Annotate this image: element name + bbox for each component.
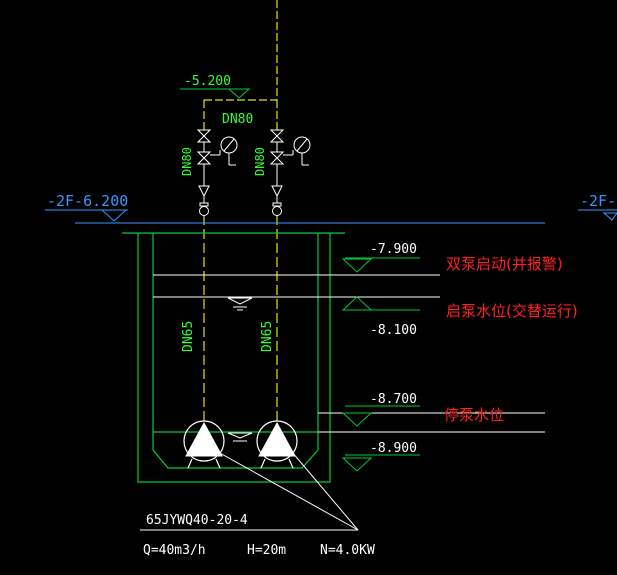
left-valve-size-label: DN80	[180, 147, 194, 176]
top-elevation-label: -5.200	[184, 74, 231, 89]
check-valve-icon	[269, 151, 285, 165]
level-1-label: -7.900	[370, 242, 417, 257]
elevation-marker-icon	[341, 412, 373, 427]
check-valve-icon	[271, 185, 283, 198]
level-4-label: -8.900	[370, 441, 417, 456]
pump-leader-lines	[140, 451, 359, 531]
pump-flow-label: Q=40m3/h	[143, 543, 206, 558]
check-valve-icon	[198, 185, 210, 198]
floor-elevation-right-label: -2F-	[580, 192, 616, 210]
left-valve-assembly	[196, 129, 238, 216]
elevation-marker-icon	[341, 296, 373, 311]
gate-valve-icon	[196, 129, 212, 143]
elevation-marker-icon	[227, 88, 251, 99]
sump-pit	[122, 232, 345, 483]
right-riser-size-label: DN65	[260, 321, 275, 352]
submersible-pump-icon	[183, 420, 225, 462]
level-marker-1: -7.900	[341, 242, 420, 273]
elevation-marker-icon	[602, 212, 617, 221]
pump-head-label: H=20m	[247, 543, 286, 558]
left-riser-size-label: DN65	[181, 321, 196, 352]
water-level-icon	[227, 432, 253, 442]
top-pipe-size-label: DN80	[222, 112, 253, 127]
pump-stop-level-annotation: 停泵水位	[444, 406, 504, 424]
elevation-marker-icon	[341, 258, 373, 273]
level-marker-2: -8.100	[341, 296, 420, 338]
pump-model-label: 65JYWQ40-20-4	[146, 513, 248, 528]
supply-pipes	[203, 0, 278, 425]
submersible-pump-icon	[256, 420, 298, 462]
level-2-label: -8.100	[370, 323, 417, 338]
floor-elevation-left-label: -2F-6.200	[47, 192, 128, 210]
top-elevation-marker: -5.200	[180, 74, 251, 99]
level-marker-4: -8.900	[341, 441, 420, 472]
elevation-marker-icon	[100, 209, 128, 222]
water-level-icon	[227, 297, 253, 311]
pump-start-level-annotation: 启泵水位(交替运行)	[446, 302, 578, 320]
left-pump	[183, 420, 225, 469]
right-valve-assembly	[269, 129, 311, 216]
dual-pump-start-annotation: 双泵启动(并报警)	[446, 255, 563, 273]
check-valve-icon	[196, 151, 212, 165]
right-valve-size-label: DN80	[253, 147, 267, 176]
pump-power-label: N=4.0KW	[320, 543, 375, 558]
floor-elevation-right: -2F-	[578, 192, 617, 221]
level-marker-3: -8.700	[341, 392, 420, 427]
floor-elevation-left: -2F-6.200	[45, 192, 128, 222]
elevation-marker-icon	[341, 457, 373, 472]
gate-valve-icon	[269, 129, 285, 143]
right-pump	[256, 420, 298, 469]
level-3-label: -8.700	[370, 392, 417, 407]
